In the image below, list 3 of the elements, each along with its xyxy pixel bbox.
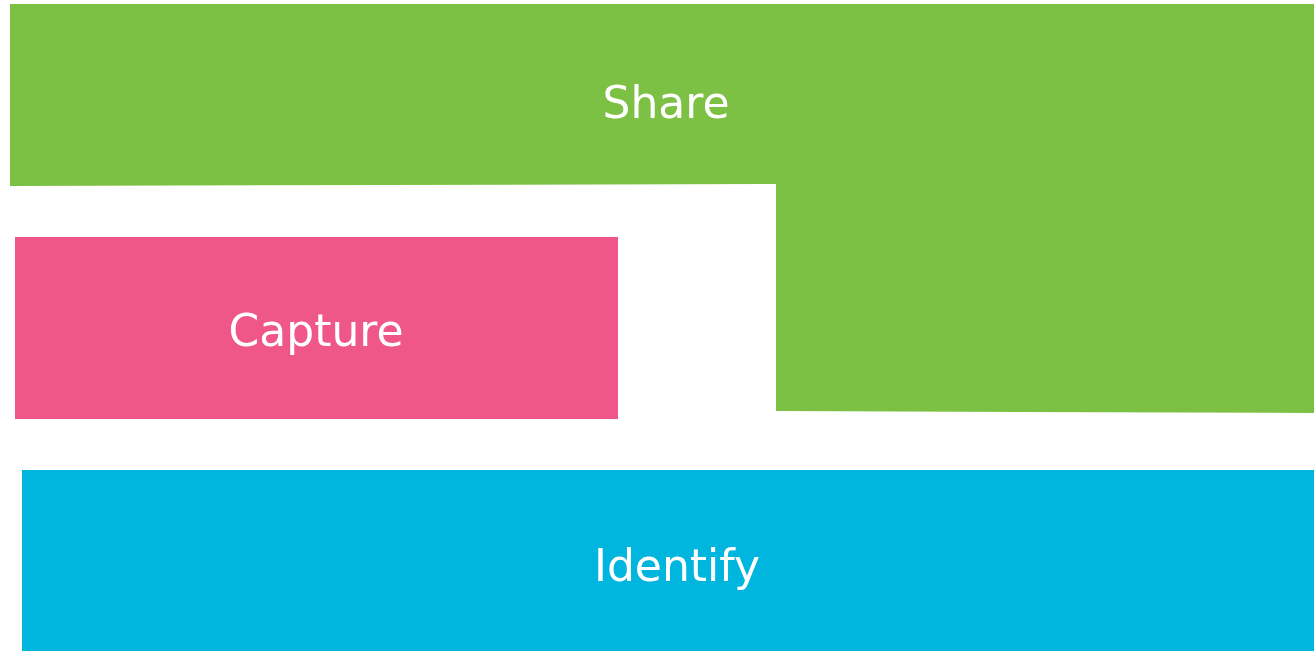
- stage-label: Capture: [228, 304, 404, 356]
- stage-label: Identify: [593, 539, 761, 591]
- stage-label: Share: [602, 76, 730, 128]
